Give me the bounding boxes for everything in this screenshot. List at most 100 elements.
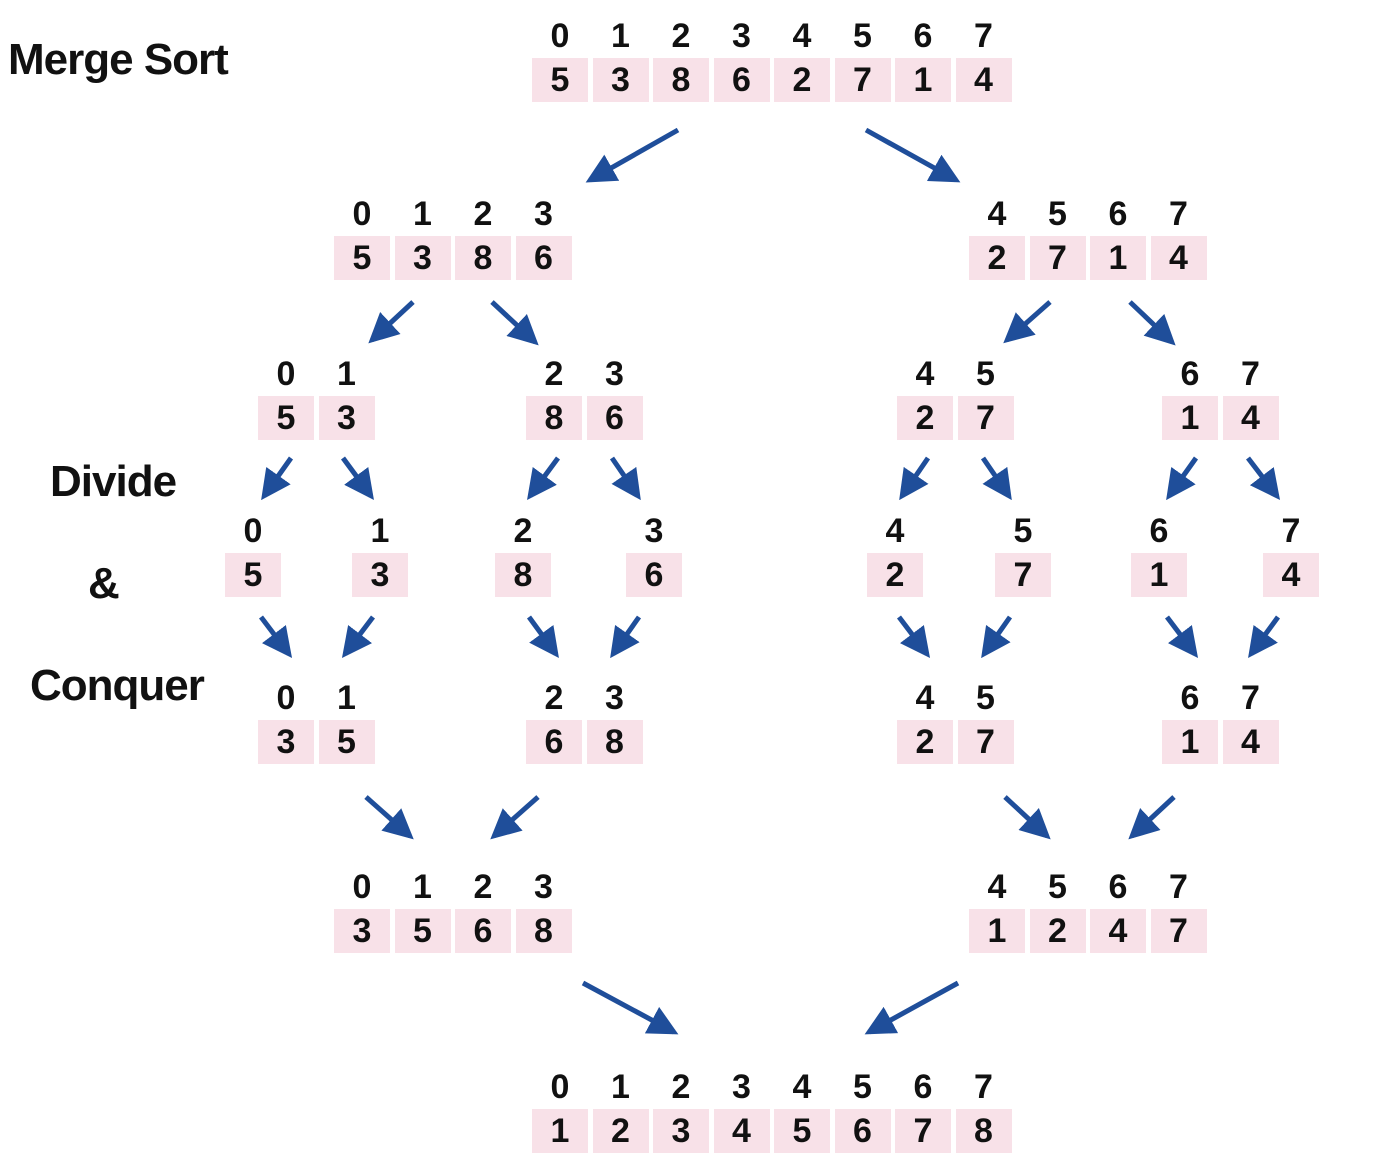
array-index: 3 bbox=[534, 868, 553, 906]
array-index: 7 bbox=[1281, 512, 1301, 550]
array-cell: 2 bbox=[897, 720, 953, 764]
array-index: 0 bbox=[352, 195, 372, 233]
flow-arrow bbox=[368, 300, 415, 344]
array-index: 1 bbox=[611, 1068, 630, 1106]
array-cell: 4 bbox=[713, 1109, 770, 1153]
flow-arrow bbox=[1128, 795, 1176, 840]
array-index: 0 bbox=[243, 512, 263, 550]
array-index: 0 bbox=[550, 1068, 570, 1106]
array-index: 7 bbox=[1241, 355, 1260, 393]
array-index: 2 bbox=[513, 512, 533, 550]
array-cell: 8 bbox=[515, 909, 572, 953]
flow-arrow bbox=[897, 615, 931, 658]
array-cell: 4 bbox=[1222, 720, 1279, 764]
array-cell: 2 bbox=[897, 396, 953, 440]
flow-arrow bbox=[527, 456, 561, 501]
flow-arrow bbox=[261, 456, 294, 501]
flow-arrow bbox=[585, 127, 680, 183]
array-index: 2 bbox=[544, 355, 564, 393]
array-index: 7 bbox=[1169, 868, 1188, 906]
array-index: 6 bbox=[1149, 512, 1169, 550]
array-index: 0 bbox=[276, 679, 296, 717]
array-index: 6 bbox=[1180, 679, 1200, 717]
array-cell: 5 bbox=[258, 396, 314, 440]
array-index: 6 bbox=[913, 1068, 933, 1106]
array-cell: 7 bbox=[957, 396, 1014, 440]
array-cell: 2 bbox=[774, 58, 830, 102]
array-index: 3 bbox=[732, 17, 751, 55]
array-index: 4 bbox=[915, 355, 935, 393]
array-index: 2 bbox=[473, 868, 493, 906]
array-index: 4 bbox=[915, 679, 935, 717]
array-cell: 4 bbox=[1150, 236, 1207, 280]
array-cell: 1 bbox=[1162, 396, 1218, 440]
array-cell: 2 bbox=[592, 1109, 649, 1153]
array-index: 4 bbox=[987, 868, 1007, 906]
array-cell: 4 bbox=[1222, 396, 1279, 440]
array-cell: 4 bbox=[955, 58, 1012, 102]
array-index: 6 bbox=[1108, 195, 1128, 233]
flow-arrow bbox=[490, 795, 540, 840]
array-index: 5 bbox=[853, 17, 872, 55]
array-cell: 2 bbox=[867, 553, 923, 597]
flow-arrow bbox=[1246, 456, 1281, 500]
flow-arrow bbox=[981, 615, 1013, 659]
array-index: 1 bbox=[413, 195, 432, 233]
array-index: 1 bbox=[337, 355, 356, 393]
flow-arrow bbox=[1248, 615, 1281, 659]
array-index: 5 bbox=[1048, 868, 1067, 906]
array-index: 5 bbox=[1048, 195, 1067, 233]
array-index: 0 bbox=[276, 355, 296, 393]
array-index: 2 bbox=[671, 1068, 691, 1106]
array-index: 2 bbox=[473, 195, 493, 233]
flow-arrow bbox=[1003, 795, 1051, 840]
array-index: 6 bbox=[913, 17, 933, 55]
flow-arrow bbox=[609, 456, 641, 501]
array-cell: 8 bbox=[455, 236, 511, 280]
flow-arrow bbox=[864, 127, 961, 183]
array-index: 1 bbox=[611, 17, 630, 55]
array-cell: 1 bbox=[1131, 553, 1187, 597]
array-cell: 5 bbox=[334, 236, 390, 280]
array-cell: 3 bbox=[258, 720, 314, 764]
array-index: 5 bbox=[1013, 512, 1033, 550]
array-cell: 5 bbox=[532, 58, 588, 102]
flow-arrow bbox=[610, 615, 642, 659]
array-index: 2 bbox=[671, 17, 691, 55]
flow-arrow bbox=[980, 456, 1012, 501]
array-index: 4 bbox=[792, 17, 812, 55]
array-cell: 5 bbox=[774, 1109, 830, 1153]
flow-arrow bbox=[1128, 300, 1176, 346]
flow-arrow bbox=[526, 615, 559, 659]
array-index: 3 bbox=[534, 195, 553, 233]
flow-arrow bbox=[1165, 615, 1199, 658]
divide-label: Divide bbox=[50, 457, 177, 506]
flow-arrow bbox=[259, 615, 293, 658]
array-cell: 7 bbox=[895, 1109, 951, 1153]
array-cell: 4 bbox=[1263, 553, 1319, 597]
array-cell: 6 bbox=[713, 58, 770, 102]
array-index: 7 bbox=[974, 1068, 993, 1106]
array-cell: 8 bbox=[955, 1109, 1012, 1153]
array-cell: 4 bbox=[1090, 909, 1146, 953]
array-index: 1 bbox=[413, 868, 432, 906]
array-index: 3 bbox=[732, 1068, 751, 1106]
array-cell: 1 bbox=[1090, 236, 1146, 280]
array-cell: 6 bbox=[834, 1109, 891, 1153]
array-cell: 7 bbox=[995, 553, 1051, 597]
array-index: 1 bbox=[337, 679, 356, 717]
array-cell: 7 bbox=[957, 720, 1014, 764]
flow-arrow bbox=[340, 456, 374, 501]
flow-arrow bbox=[581, 980, 679, 1035]
array-index: 5 bbox=[853, 1068, 872, 1106]
array-cell: 7 bbox=[1029, 236, 1086, 280]
array-cell: 6 bbox=[626, 553, 682, 597]
array-cell: 6 bbox=[455, 909, 511, 953]
array-index: 5 bbox=[976, 355, 995, 393]
array-index: 2 bbox=[544, 679, 564, 717]
diagram-title: Merge Sort bbox=[8, 35, 229, 84]
array-index: 7 bbox=[1241, 679, 1260, 717]
array-cell: 8 bbox=[526, 396, 582, 440]
array-cell: 5 bbox=[318, 720, 375, 764]
